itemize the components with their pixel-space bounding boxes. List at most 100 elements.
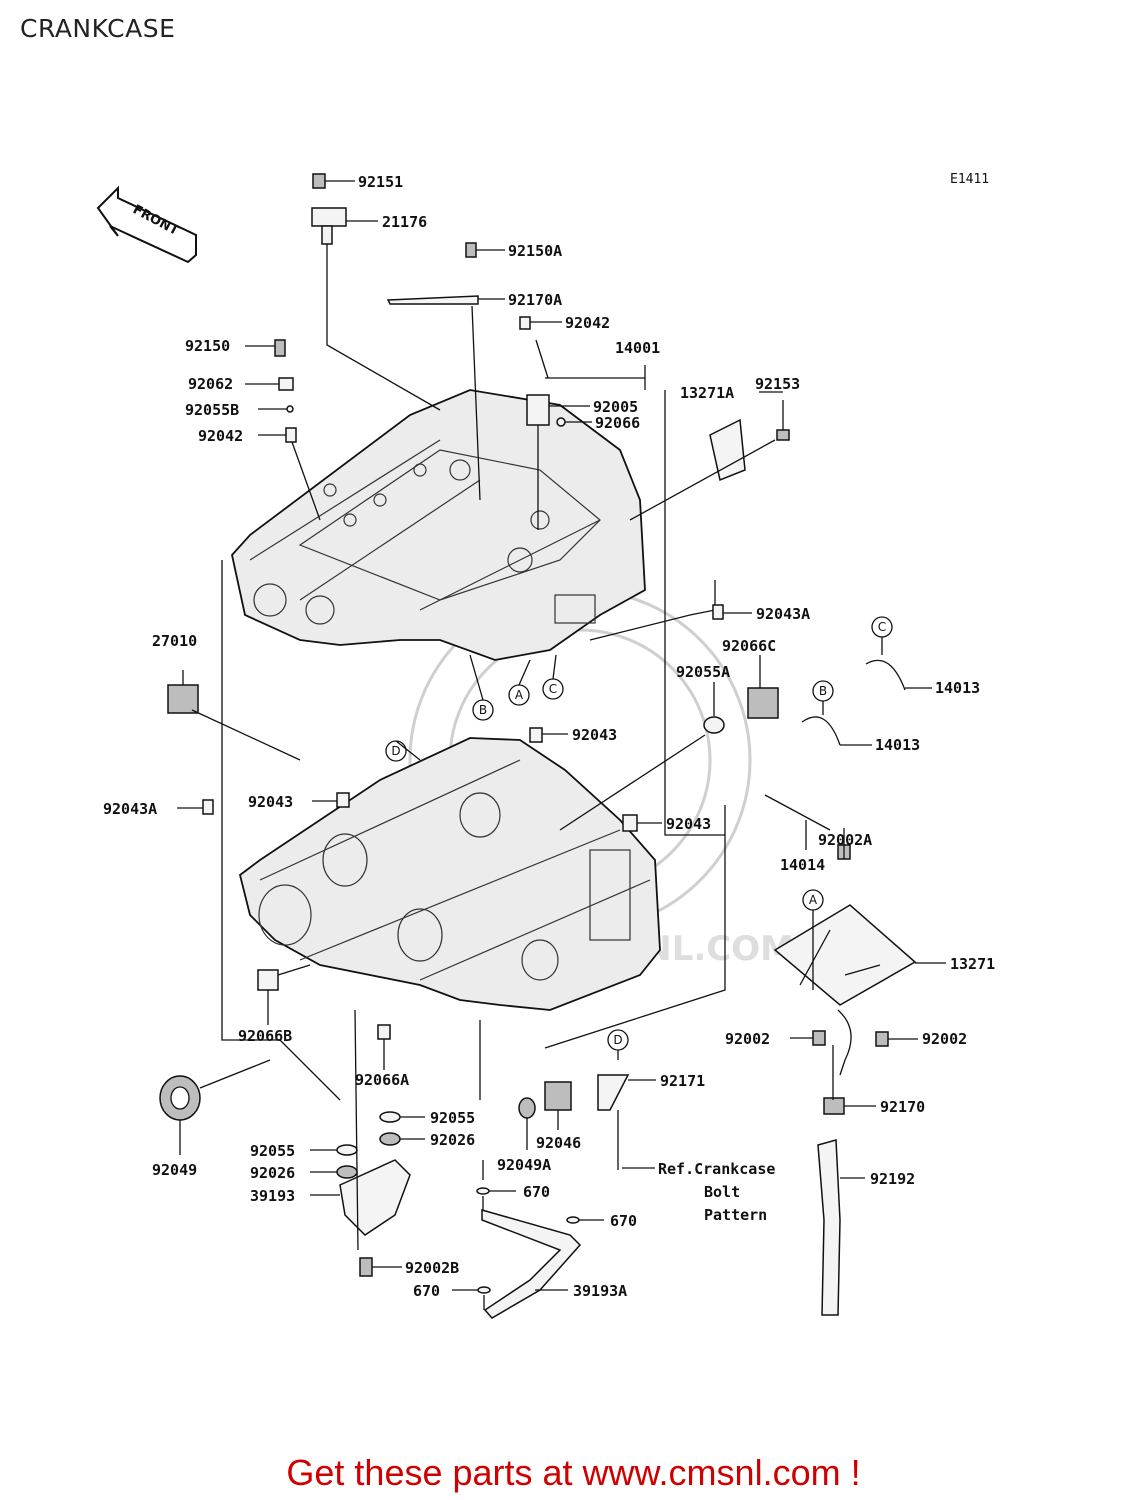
part-label-92192: 92192 — [870, 1170, 915, 1188]
bolt-92150-icon — [274, 339, 286, 357]
part-label-92062: 92062 — [188, 375, 233, 393]
part-label-92066A: 92066A — [355, 1071, 409, 1089]
dowel-92042-left-icon — [285, 427, 297, 443]
callouts: C B A C B D A D — [385, 616, 893, 1051]
callout-a-mid: A — [515, 688, 524, 702]
assembly-frame-lines — [221, 339, 726, 1101]
part-label-92043A-left: 92043A — [103, 800, 157, 818]
collar-92046-icon — [544, 1081, 572, 1111]
part-label-92026-l: 92026 — [250, 1164, 295, 1182]
oring-92055-c-icon — [379, 1111, 401, 1123]
callout-b-mid: B — [479, 703, 487, 717]
reference-note-line3: Pattern — [704, 1206, 767, 1224]
leader-lines — [177, 180, 946, 1310]
part-label-21176: 21176 — [382, 213, 427, 231]
part-label-92151: 92151 — [358, 173, 403, 191]
part-label-92049: 92049 — [152, 1161, 197, 1179]
bolt-92153-icon — [776, 429, 790, 441]
oring-670-b-icon — [566, 1216, 580, 1224]
oring-92066-icon — [556, 417, 566, 427]
part-label-39193: 39193 — [250, 1187, 295, 1205]
part-label-92066: 92066 — [595, 414, 640, 432]
part-label-92026-c: 92026 — [430, 1131, 475, 1149]
part-labels: 92151 21176 92150A 92170A 92042 14001 92… — [103, 173, 995, 1300]
part-label-92049A: 92049A — [497, 1156, 551, 1174]
callout-c-top: C — [878, 620, 886, 634]
part-label-92150A: 92150A — [508, 242, 562, 260]
plug-92066C-icon — [747, 687, 779, 719]
part-label-670-b: 670 — [610, 1212, 637, 1230]
plate-14014-icon — [764, 794, 831, 831]
dowel-92043-right-icon — [622, 814, 638, 832]
page-title: CRANKCASE — [20, 14, 176, 43]
callout-b-right: B — [819, 684, 827, 698]
callout-a-plate: A — [809, 893, 818, 907]
sensor-21176-icon — [311, 207, 347, 227]
part-label-92055-l: 92055 — [250, 1142, 295, 1160]
lower-crankcase — [238, 737, 661, 1011]
part-label-92170A: 92170A — [508, 291, 562, 309]
plug-92066B-icon — [257, 969, 279, 991]
dowel-92043A-right-icon — [712, 604, 724, 620]
part-label-92042-top: 92042 — [565, 314, 610, 332]
part-label-92171: 92171 — [660, 1072, 705, 1090]
part-label-14001: 14001 — [615, 339, 660, 357]
bolt-92002B-icon — [359, 1257, 373, 1277]
plate-13271-icon — [773, 904, 917, 1006]
part-label-92055B: 92055B — [185, 401, 239, 419]
bracket-92062-icon — [278, 377, 294, 391]
part-label-92042-left: 92042 — [198, 427, 243, 445]
bolt-92150A-icon — [465, 242, 477, 258]
oring-670-a-icon — [476, 1187, 490, 1195]
callout-d-bracket: D — [613, 1033, 622, 1047]
part-label-92150: 92150 — [185, 337, 230, 355]
part-label-92055A: 92055A — [676, 663, 730, 681]
switch-27010-icon — [167, 684, 199, 714]
part-label-27010: 27010 — [152, 632, 197, 650]
part-label-92046: 92046 — [536, 1134, 581, 1152]
hose-upper-icon — [837, 1009, 852, 1076]
hose-92192-icon — [817, 1139, 841, 1316]
bolt-92002-r-icon — [875, 1031, 889, 1047]
oring-92055-l-icon — [336, 1144, 358, 1156]
oring-92055B-icon — [286, 405, 294, 413]
part-label-92153: 92153 — [755, 375, 800, 393]
part-label-92066C: 92066C — [722, 637, 776, 655]
part-label-92002-l: 92002 — [725, 1030, 770, 1048]
part-label-670-c: 670 — [413, 1282, 440, 1300]
part-label-39193A: 39193A — [573, 1282, 627, 1300]
reference-note: Ref.Crankcase Bolt Pattern — [658, 1160, 775, 1224]
bolt-92151-icon — [312, 173, 326, 189]
dowel-92043-left-icon — [336, 792, 350, 808]
part-label-14014: 14014 — [780, 856, 825, 874]
promo-link[interactable]: Get these parts at www.cmsnl.com ! — [286, 1452, 861, 1493]
part-label-92043-left: 92043 — [248, 793, 293, 811]
dowel-92043-mid-icon — [529, 727, 543, 743]
reference-note-line2: Bolt — [704, 1183, 740, 1201]
plug-92066A-icon — [377, 1024, 391, 1040]
part-label-92002A: 92002A — [818, 831, 872, 849]
part-label-92002-r: 92002 — [922, 1030, 967, 1048]
plate-13271A-icon — [709, 418, 746, 482]
front-arrow-icon: FRONT — [96, 185, 197, 264]
oring-92055A-icon — [703, 716, 725, 734]
guide-92170A-icon — [386, 295, 479, 305]
bearing-14013-c-icon — [865, 659, 906, 691]
washer-92026-c-icon — [379, 1132, 401, 1146]
part-label-92002B: 92002B — [405, 1259, 459, 1277]
oring-670-c-icon — [477, 1286, 491, 1294]
part-label-92043A-right: 92043A — [756, 605, 810, 623]
part-label-92066B: 92066B — [238, 1027, 292, 1045]
reference-note-line1: Ref.Crankcase — [658, 1160, 775, 1178]
part-label-13271: 13271 — [950, 955, 995, 973]
bracket-92171-icon — [597, 1074, 630, 1111]
part-label-14013-b: 14013 — [875, 736, 920, 754]
washer-92026-l-icon — [336, 1165, 358, 1179]
part-label-92005: 92005 — [593, 398, 638, 416]
pipe-39193A-icon — [481, 1209, 582, 1319]
callout-d-lower: D — [391, 744, 400, 758]
nozzle-92005-icon — [526, 394, 550, 426]
part-label-92170: 92170 — [880, 1098, 925, 1116]
washer-92049A-icon — [518, 1097, 536, 1119]
